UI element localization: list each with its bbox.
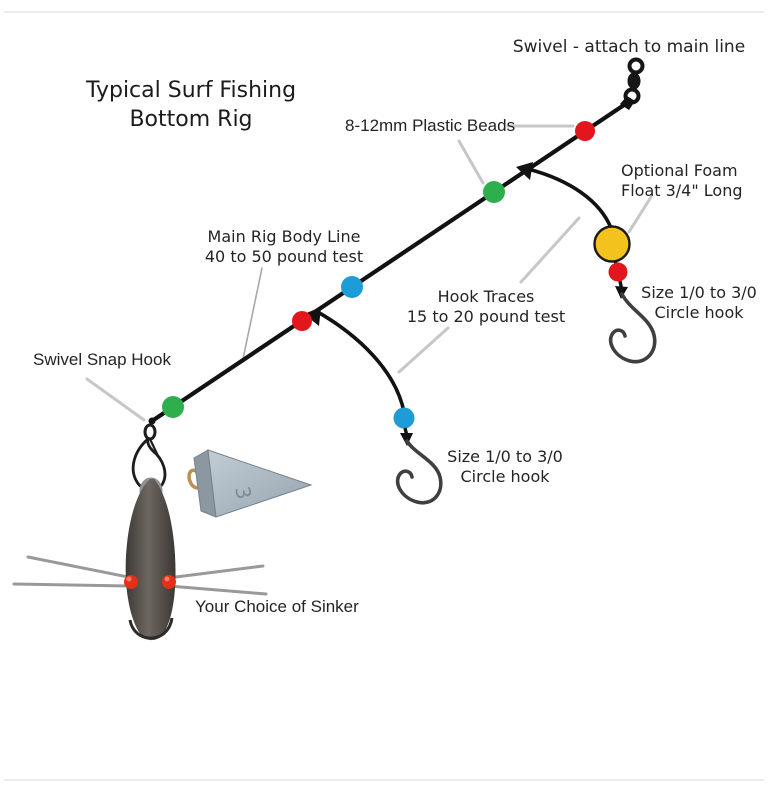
pointer-snap	[85, 377, 146, 422]
snap-ring	[143, 423, 157, 441]
bead-red-2	[292, 311, 312, 331]
wire-right-upper	[166, 564, 265, 580]
bead-green-2	[162, 396, 184, 418]
wire-bead-right-highlight	[164, 576, 170, 582]
sinker-wire-legs	[12, 555, 268, 596]
label-main-body-line: Main Rig Body Line 40 to 50 pound test	[204, 227, 364, 266]
label-circle-hook-lower: Size 1/0 to 3/0 Circle hook	[447, 447, 563, 486]
swivel-barrel	[627, 72, 641, 90]
trace-line-right	[527, 167, 613, 229]
main-rig-line	[150, 101, 629, 423]
wire-bead-right	[162, 575, 176, 589]
pyramid-sinker: 3	[187, 449, 313, 518]
wire-bead-left-highlight	[126, 576, 132, 582]
bead-green-1	[483, 181, 505, 203]
torpedo-sinker	[12, 479, 268, 641]
pointer-traces-right	[519, 216, 581, 284]
snap-clip-latch	[149, 438, 160, 459]
trace-left-knot-arrow	[304, 307, 321, 326]
pointer-float	[627, 195, 653, 234]
wire-left-lower	[12, 582, 133, 588]
snap-knot	[148, 417, 156, 425]
swivel-knot	[620, 96, 635, 110]
label-swivel-snap: Swivel Snap Hook	[33, 350, 171, 369]
label-plastic-beads: 8-12mm Plastic Beads	[345, 116, 516, 135]
torpedo-bottom-rim	[128, 617, 174, 640]
circle-hook-right	[608, 292, 657, 364]
bead-red-1	[575, 121, 595, 141]
bead-blue-trace	[393, 407, 415, 429]
foam-float	[593, 225, 631, 263]
bead-blue-1	[341, 276, 363, 298]
label-sinker-choice: Your Choice of Sinker	[195, 597, 359, 616]
hook-trace-right	[516, 162, 657, 364]
snap-clip	[131, 437, 167, 492]
title-line2: Bottom Rig	[129, 107, 253, 133]
wire-bead-left	[124, 575, 138, 589]
torpedo-body	[125, 479, 176, 641]
label-foam-float: Optional Foam Float 3/4" Long	[621, 161, 743, 200]
pointer-traces-left	[397, 326, 450, 374]
swivel-top-ring	[627, 57, 645, 75]
pointer-beads-to-green	[457, 139, 485, 185]
pointer-main-body	[242, 267, 263, 360]
pointer-lines	[85, 124, 653, 422]
trace-right-knot-arrow	[516, 162, 533, 180]
label-circle-hook-upper: Size 1/0 to 3/0 Circle hook	[641, 283, 757, 322]
pyramid-weight-number: 3	[230, 484, 256, 501]
diagram-title: Typical Surf Fishing Bottom Rig	[58, 76, 324, 134]
barrel-swivel-icon	[620, 57, 645, 110]
bead-red-float	[608, 262, 628, 282]
title-line1: Typical Surf Fishing	[85, 78, 297, 103]
circle-hook-left	[395, 439, 443, 505]
hook-trace-left	[304, 307, 443, 505]
wire-right-lower	[167, 584, 268, 596]
trace-line-left	[315, 309, 406, 413]
pyramid-front-face	[207, 449, 313, 518]
label-hook-traces: Hook Traces 15 to 20 pound test	[406, 287, 566, 326]
label-swivel-attach: Swivel - attach to main line	[512, 37, 746, 57]
wire-left-upper	[26, 555, 135, 580]
main-line-beads	[162, 121, 595, 418]
